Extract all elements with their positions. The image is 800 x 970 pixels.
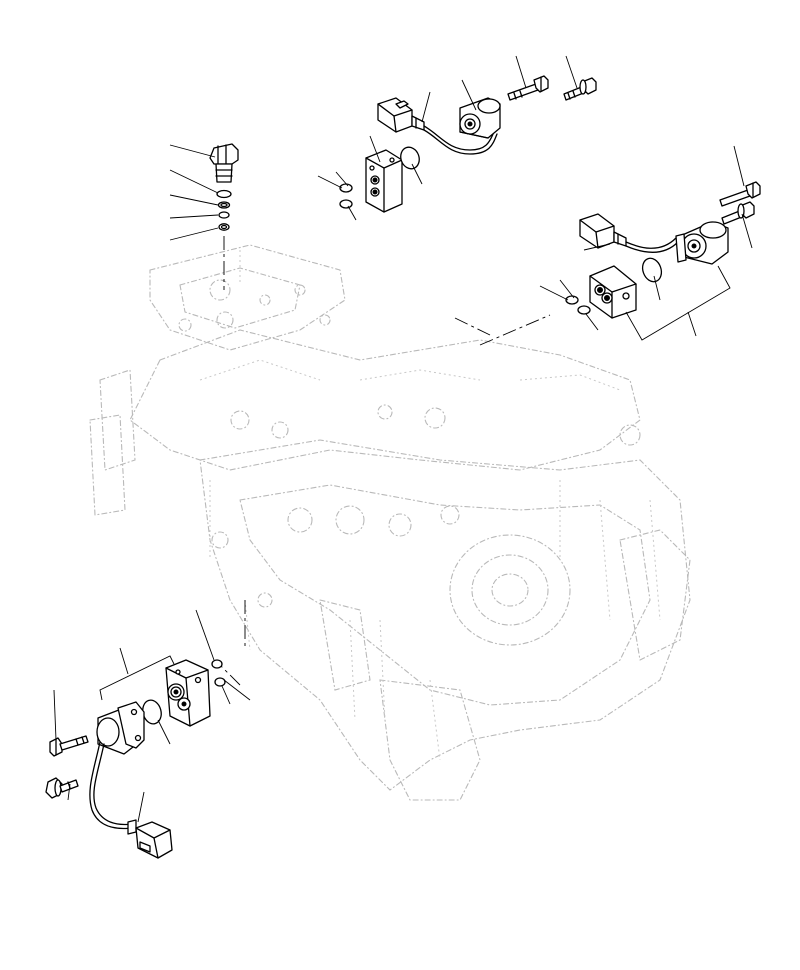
solenoid-valve bbox=[675, 221, 729, 265]
flange-bolt bbox=[563, 77, 597, 101]
hex-bolt bbox=[719, 181, 761, 207]
solenoid-valve bbox=[459, 97, 501, 139]
valve-block bbox=[365, 149, 403, 213]
valve-block bbox=[589, 265, 637, 319]
flange-bolt bbox=[45, 777, 79, 799]
plug-assembly bbox=[169, 143, 239, 241]
o-ring bbox=[214, 677, 226, 687]
o-ring bbox=[211, 659, 223, 669]
harness-wire bbox=[423, 125, 495, 151]
harness-connector bbox=[579, 213, 627, 249]
o-ring bbox=[577, 305, 591, 315]
harness-connector bbox=[377, 97, 425, 133]
upper-solenoid-assembly bbox=[317, 55, 597, 221]
hex-bolt bbox=[49, 735, 89, 757]
o-ring bbox=[641, 257, 663, 283]
hex-bolt bbox=[507, 75, 549, 101]
o-ring bbox=[216, 189, 232, 199]
plug-fitting bbox=[209, 143, 239, 183]
o-ring bbox=[218, 211, 230, 219]
o-ring bbox=[339, 199, 353, 209]
harness-wire bbox=[625, 237, 677, 249]
flange-bolt bbox=[721, 201, 755, 225]
valve-block bbox=[165, 659, 211, 727]
ghost-housing bbox=[89, 244, 691, 801]
phantom-lines bbox=[214, 236, 551, 686]
harness-wire bbox=[89, 741, 133, 830]
right-solenoid-assembly bbox=[539, 145, 761, 341]
lower-solenoid-assembly bbox=[45, 609, 251, 859]
harness-connector bbox=[135, 821, 173, 859]
o-ring bbox=[218, 223, 230, 231]
solenoid-valve bbox=[96, 701, 145, 755]
